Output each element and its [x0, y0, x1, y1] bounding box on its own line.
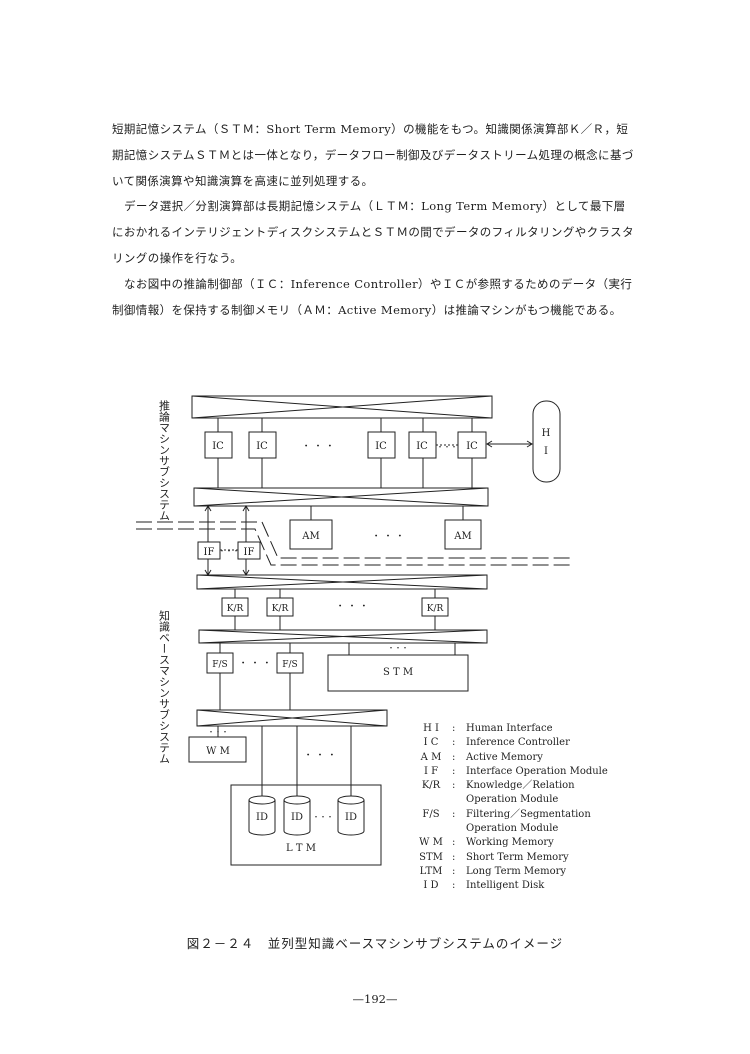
legend-key: K/R	[421, 780, 441, 792]
kr-label-1: K/R	[227, 604, 244, 614]
stm-box	[327, 654, 469, 692]
ellipsis-id: ・・・	[313, 813, 334, 821]
legend-key	[410, 822, 452, 836]
bus-top	[191, 395, 493, 419]
id-label-1: ID	[256, 812, 268, 823]
ellipsis-kr: ・ ・ ・	[336, 602, 369, 612]
id-label-2: ID	[291, 812, 303, 823]
legend-desc: Working Memory	[466, 837, 554, 849]
legend-key: I D	[423, 880, 439, 892]
figure-caption: 図２－２４ 並列型知識ベースマシンサブシステムのイメージ	[186, 936, 564, 951]
legend-key: I F	[423, 765, 439, 777]
legend-row: Operation Module	[410, 822, 608, 836]
id-label-3: ID	[345, 812, 357, 823]
ellipsis-ltm: ・ ・ ・	[304, 751, 337, 761]
legend-desc: Filtering／Segmentation	[466, 808, 591, 820]
legend-row: I F:Interface Operation Module	[410, 765, 608, 779]
ellipsis-ic-small: ・・・	[437, 443, 458, 451]
id-disk-1	[248, 795, 276, 836]
ic-label-4: IC	[416, 441, 428, 452]
hi-label-i: I	[544, 446, 548, 457]
legend-row: STM:Short Term Memory	[410, 851, 608, 865]
legend-desc: Knowledge／Relation	[466, 780, 575, 792]
legend-desc: Operation Module	[466, 794, 559, 806]
ic-label-3: IC	[375, 441, 387, 452]
legend-key: F/S	[422, 808, 440, 820]
fs-box-1	[206, 652, 234, 674]
paragraph-2: データ選択／分割演算部は長期記憶システム（ＬＴＭ：Long Term Memor…	[112, 199, 634, 265]
fs-box-2	[276, 652, 304, 674]
legend-desc: Long Term Memory	[466, 865, 567, 877]
legend-desc: Active Memory	[466, 751, 543, 763]
bus-inference-lower	[193, 487, 489, 507]
legend-key: W M	[419, 837, 443, 849]
ic-label-2: IC	[256, 441, 268, 452]
kr-label-3: K/R	[427, 604, 444, 614]
legend-desc: Inference Controller	[466, 737, 570, 749]
legend-row: K/R:Knowledge／Relation	[410, 779, 608, 793]
paragraph-1: 短期記憶システム（ＳＴＭ：Short Term Memory）の機能をもつ。知識…	[112, 122, 634, 188]
ltm-label: L T M	[286, 843, 316, 854]
legend-desc: Human Interface	[466, 723, 553, 734]
kr-box-3	[421, 597, 449, 617]
legend-row: W M:Working Memory	[410, 836, 608, 850]
ltm-box	[230, 784, 382, 866]
if-label-1: IF	[204, 547, 215, 558]
kr-box-1	[221, 597, 249, 617]
am-label-1: AM	[301, 531, 319, 542]
kr-label-2: K/R	[272, 604, 289, 614]
am-label-2: AM	[453, 531, 471, 542]
ellipsis-am: ・ ・ ・	[372, 532, 405, 542]
ellipsis-fs: ・ ・ ・	[239, 659, 272, 669]
side-label-knowledge: 知識ベースマシンサブシステム	[158, 609, 171, 764]
legend-key: LTM	[419, 865, 443, 877]
id-disk-2	[283, 795, 311, 836]
legend-desc: Interface Operation Module	[466, 765, 608, 777]
ic-label-1: IC	[212, 441, 224, 452]
legend-key: H I	[423, 723, 439, 734]
legend-desc: Intelligent Disk	[466, 880, 545, 892]
legend-desc: Operation Module	[466, 823, 559, 835]
am-box-1	[289, 519, 333, 550]
legend-row: A M:Active Memory	[410, 751, 608, 765]
ic-box-2	[248, 431, 277, 459]
bus-fs	[198, 629, 488, 644]
legend-row: I D:Intelligent Disk	[410, 879, 608, 893]
ellipsis-if: ・・・	[219, 547, 240, 555]
legend-desc: Short Term Memory	[466, 851, 569, 863]
legend-row: LTM:Long Term Memory	[410, 865, 608, 879]
side-label-inference: 推論マシンサブシステム	[158, 399, 171, 521]
legend-row: H I:Human Interface	[410, 722, 608, 736]
id-disk-3	[337, 795, 365, 836]
ic-box-3	[367, 431, 396, 459]
legend-row: F/S:Filtering／Segmentation	[410, 808, 608, 822]
legend-key: I C	[423, 737, 439, 749]
hi-box	[532, 400, 561, 483]
page-number: —192—	[352, 992, 398, 1006]
bus-kr	[196, 574, 488, 590]
paragraph-3: なお図中の推論制御部（ＩＣ：Inference Controller）やＩＣが参…	[112, 277, 633, 317]
wm-label: W M	[206, 746, 230, 757]
stm-label: S T M	[383, 667, 413, 678]
if-label-2: IF	[244, 547, 255, 558]
hi-label-h: H	[542, 428, 551, 439]
legend-key: STM	[419, 851, 443, 863]
bus-ltm	[196, 709, 388, 727]
legend: H I:Human Interface I C:Inference Contro…	[410, 722, 608, 894]
fs-label-2: F/S	[282, 660, 297, 670]
ic-box-1	[204, 431, 233, 459]
legend-row: I C:Inference Controller	[410, 736, 608, 750]
fs-label-1: F/S	[212, 660, 227, 670]
legend-key	[410, 793, 452, 807]
kr-box-2	[266, 597, 294, 617]
ellipsis-wm: ・・・	[208, 728, 229, 736]
legend-key: A M	[420, 751, 442, 763]
ellipsis-ic: ・ ・ ・	[302, 442, 335, 452]
legend-row: Operation Module	[410, 793, 608, 807]
wm-box	[188, 736, 247, 763]
am-box-2	[444, 519, 482, 550]
ellipsis-stm: ・・・	[388, 644, 409, 652]
ic-label-5: IC	[466, 441, 478, 452]
